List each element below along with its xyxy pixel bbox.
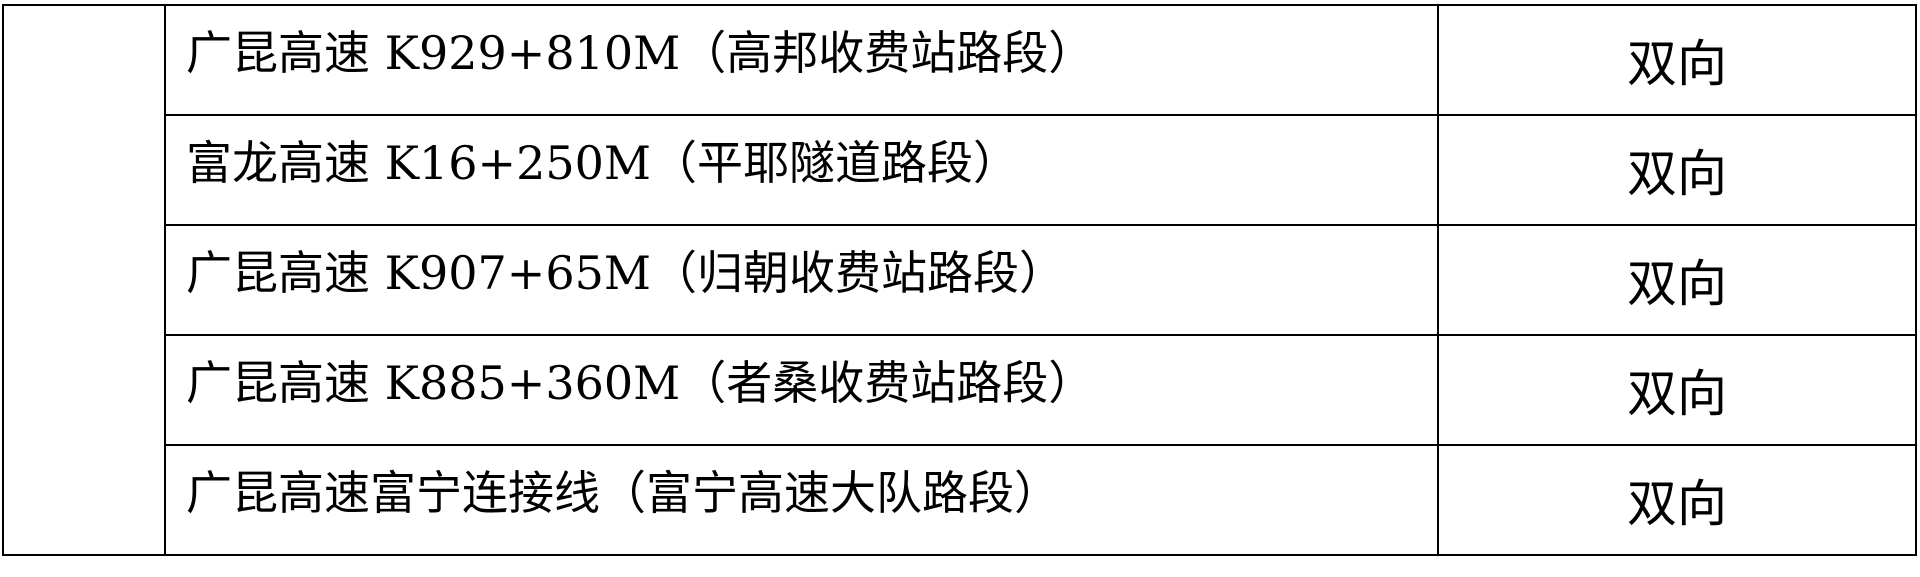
direction-cell: 双向 [1437,334,1917,446]
direction-cell: 双向 [1437,4,1917,116]
location-cell: 广昆高速富宁连接线（富宁高速大队路段） [164,444,1439,556]
table-row: 广昆高速富宁连接线（富宁高速大队路段） 双向 [3,444,1917,556]
location-cell: 广昆高速 K885+360M（者桑收费站路段） [164,334,1439,446]
table-row: 广昆高速 K907+65M（归朝收费站路段） 双向 [3,224,1917,336]
location-cell: 广昆高速 K929+810M（高邦收费站路段） [164,4,1439,116]
table-row: 广昆高速 K929+810M（高邦收费站路段） 双向 [2,4,1917,556]
route-table: 广昆高速 K929+810M（高邦收费站路段） 双向 富龙高速 K16+250M… [2,4,1917,556]
table-row: 广昆高速 K885+360M（者桑收费站路段） 双向 [3,334,1917,446]
direction-cell: 双向 [1437,444,1917,556]
direction-cell: 双向 [1437,224,1917,336]
direction-cell: 双向 [1437,114,1917,226]
location-cell: 广昆高速 K907+65M（归朝收费站路段） [164,224,1439,336]
group-cell [2,4,166,556]
location-cell: 富龙高速 K16+250M（平耶隧道路段） [164,114,1439,226]
table-row: 富龙高速 K16+250M（平耶隧道路段） 双向 [3,114,1917,226]
